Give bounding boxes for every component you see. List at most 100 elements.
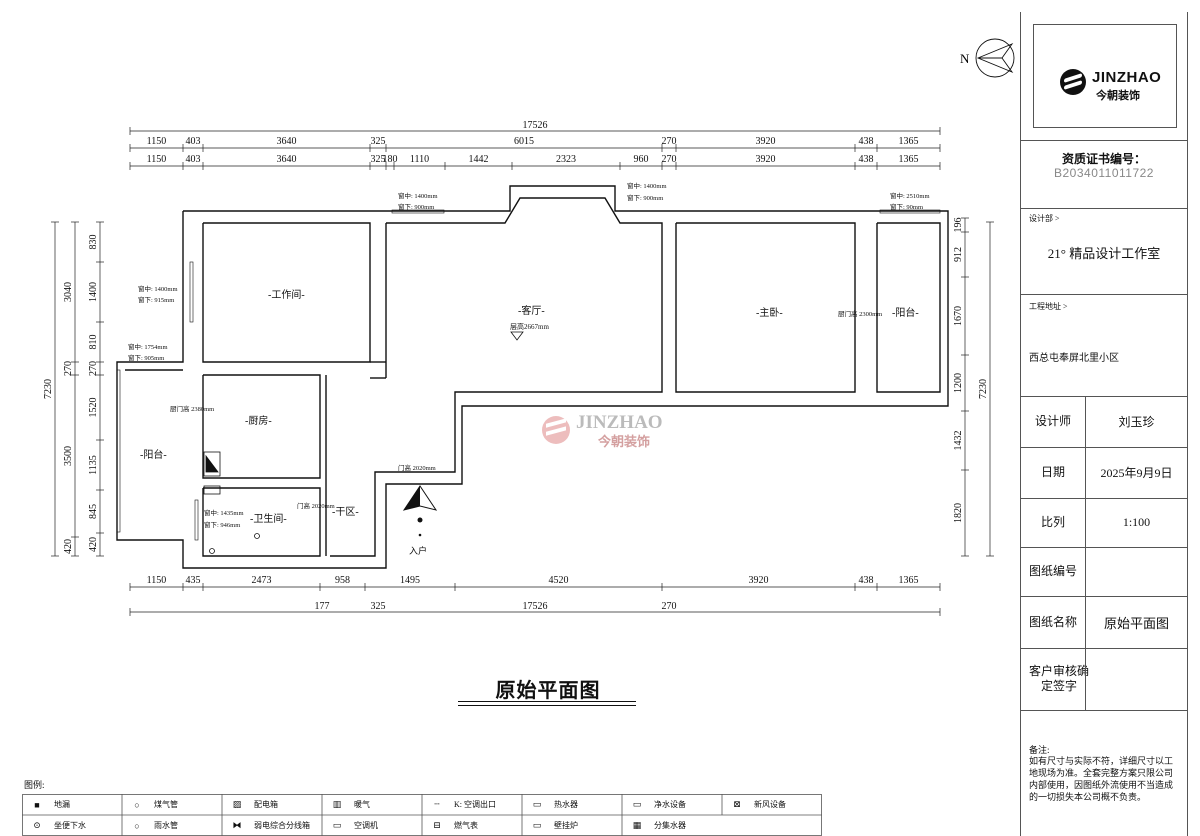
dimension-label: 4520: [549, 575, 569, 586]
dimension-label: 1670: [953, 306, 964, 326]
room-balcony-east: -阳台-: [892, 306, 919, 319]
legend-item-water-purifier: ▭净水设备: [624, 794, 686, 815]
dimension-label: 270: [662, 136, 677, 147]
note-door-master: 厨门高 2300mm: [838, 309, 882, 318]
tb-divider: [1021, 648, 1187, 649]
tb-divider: [1021, 208, 1187, 209]
dimension-label: 7230: [43, 379, 54, 399]
rain-pipe-icon: ○: [134, 820, 140, 831]
legend-item-gas-pipe: ○煤气管: [124, 794, 178, 815]
drawing-number: [1085, 547, 1187, 596]
drawing-title: 原始平面图: [495, 680, 601, 702]
entrance-label: 入户: [409, 545, 427, 556]
room-living: -客厅-: [518, 304, 545, 317]
dimension-label: 2323: [556, 154, 576, 165]
design-dept-label: 设计部 >: [1029, 214, 1060, 223]
legend-grid: [22, 794, 822, 836]
row-client-signature: 客户审核确定签字: [1021, 648, 1187, 710]
weak-current-box-icon: ⧓: [232, 820, 242, 830]
dimension-label: 196: [953, 218, 964, 233]
dimension-label: 3640: [277, 136, 297, 147]
dimension-label: 17526: [523, 120, 548, 131]
drawing-title-underline-thin: [458, 705, 636, 706]
note-win-east-1: 窗中: 2510mm: [890, 191, 930, 200]
legend-item-gas-meter: ⊟燃气表: [424, 815, 478, 836]
company-logo-icon: [1060, 69, 1086, 95]
drawing-scale: 1:100: [1085, 498, 1187, 547]
dimension-label: 1150: [147, 575, 167, 586]
water-purifier-icon: ▭: [632, 799, 642, 809]
floor-drain-icon: ■: [34, 799, 40, 810]
dimension-label: 438: [859, 136, 874, 147]
gas-meter-icon: ⊟: [433, 820, 441, 830]
tb-divider: [1021, 294, 1187, 295]
drawing-name: 原始平面图: [1085, 596, 1187, 648]
fixtures: [203, 331, 524, 554]
toilet-drain-icon: ⊙: [33, 820, 41, 830]
living-wall: [330, 197, 663, 557]
ceiling-height-marker: [510, 331, 524, 341]
row-scale: 比列 1:100: [1021, 498, 1187, 547]
dimension-label: 830: [88, 235, 99, 250]
designer-name: 刘玉珍: [1085, 396, 1187, 447]
watermark-cn: 今朝装饰: [597, 434, 650, 449]
dimension-label: 270: [88, 361, 99, 376]
floor-drain: [209, 548, 215, 554]
boiler-icon: ▭: [532, 820, 542, 830]
dimension-label: 270: [662, 601, 677, 612]
cert-label: 资质证书编号：: [1061, 152, 1146, 166]
legend-item-radiator: ▥暖气: [324, 794, 370, 815]
tb-divider: [1021, 447, 1187, 448]
room-dry-zone: -干区-: [332, 506, 359, 518]
legend-item-manifold: ▦分集水器: [624, 815, 686, 836]
dimension-label: 270: [662, 154, 677, 165]
dimension-label: 17526: [523, 601, 548, 612]
dimension-lines: [51, 127, 994, 616]
manifold-icon: ▦: [632, 820, 642, 830]
dimension-label: 810: [88, 335, 99, 350]
dimension-label: 438: [859, 154, 874, 165]
legend-item-boiler: ▭壁挂炉: [524, 815, 578, 836]
distribution-box-icon: ▨: [232, 799, 242, 809]
client-signature-box[interactable]: [1085, 648, 1187, 710]
legend-item-rain-pipe: ○雨水管: [124, 815, 178, 836]
dimension-label: 435: [186, 575, 201, 586]
gas-pipe-icon: ○: [134, 799, 140, 810]
dimension-label: 180: [383, 154, 398, 165]
dimension-label: 403: [186, 136, 201, 147]
master-wall: [675, 222, 856, 393]
dimension-label: 3920: [749, 575, 769, 586]
room-kitchen: -厨房-: [245, 414, 272, 427]
watermark-en: JINZHAO: [576, 412, 663, 433]
dimension-label: 1520: [88, 398, 99, 418]
legend-item-ac-unit: ▭空调机: [324, 815, 378, 836]
dimension-label: 270: [63, 361, 74, 376]
note-win-east-2: 窗下: 90mm: [890, 202, 923, 211]
row-date: 日期 2025年9月9日: [1021, 447, 1187, 498]
note-win-study-2: 窗下: 915mm: [138, 295, 174, 304]
dimension-label: 420: [63, 539, 74, 554]
room-balcony-west: -阳台-: [140, 448, 167, 461]
tb-divider: [1021, 710, 1187, 711]
window-balcony-east: [879, 209, 941, 214]
dimension-label: 845: [88, 504, 99, 519]
note-win-bay-1: 窗中: 1400mm: [627, 181, 667, 190]
walls: [116, 185, 949, 569]
dimension-label: 1365: [899, 575, 919, 586]
balcony-east-wall: [876, 222, 941, 393]
note-win-study-1: 窗中: 1400mm: [138, 284, 178, 293]
dimension-label: 1442: [469, 154, 489, 165]
gas-meter-box: [203, 451, 221, 477]
dimension-label: 1400: [88, 282, 99, 302]
company-logo: JINZHAO 今朝装饰: [1033, 24, 1177, 128]
dimension-label: 1365: [899, 154, 919, 165]
tb-divider: [1021, 498, 1187, 499]
notes-title: 备注:: [1029, 745, 1050, 755]
tb-divider: [1021, 596, 1187, 597]
ac-outlet-icon: ┄: [434, 799, 440, 809]
dimension-label: 3920: [756, 136, 776, 147]
legend-item-weak-current-box: ⧓弱电综合分线箱: [224, 815, 311, 836]
dimension-label: 325: [371, 136, 386, 147]
notes-body: 如有尺寸与实际不符，详细尺寸以工地现场为准。全套完整方案只限公司内部使用，因图纸…: [1029, 756, 1174, 802]
